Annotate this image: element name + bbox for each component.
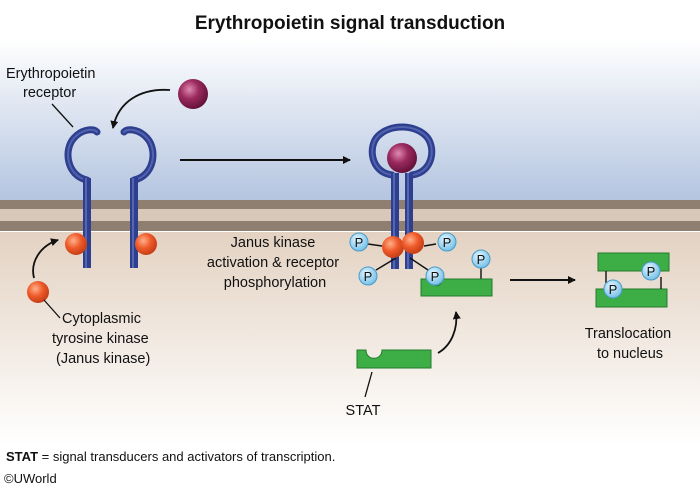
footnote: STAT = signal transducers and activators… bbox=[6, 449, 335, 464]
phosphate-group-2: P bbox=[437, 232, 457, 252]
kinase-recruit-arrow bbox=[32, 238, 59, 279]
ligand-binding-arrow bbox=[110, 88, 171, 129]
phosphate-group-7: P bbox=[603, 279, 623, 299]
receptor-inactive-left bbox=[64, 126, 101, 268]
cell-membrane bbox=[0, 200, 700, 231]
stat-label-leader bbox=[364, 371, 373, 398]
stat-free bbox=[356, 349, 432, 369]
receptor-active-dimer bbox=[368, 123, 436, 269]
footnote-definition: = signal transducers and activators of t… bbox=[38, 449, 336, 464]
janus-activation-line3: phosphorylation bbox=[224, 275, 326, 291]
janus-kinase-active-left bbox=[382, 236, 404, 258]
janus-activation-line1: Janus kinase bbox=[231, 235, 316, 251]
receptor-inactive-right bbox=[120, 126, 157, 268]
phosphate-group-3: P bbox=[358, 266, 378, 286]
erythropoietin-ligand bbox=[178, 79, 208, 109]
janus-kinase-left bbox=[65, 233, 87, 255]
phosphate-group-4: P bbox=[425, 266, 445, 286]
phosphate-group-5: P bbox=[471, 249, 491, 269]
kinase-label-line2: tyrosine kinase bbox=[52, 331, 149, 347]
phosphate-label-1: P bbox=[355, 235, 364, 250]
phosphate-group-1: P bbox=[349, 232, 369, 252]
receptor-label-line1: Erythropoietin bbox=[6, 66, 95, 82]
translocation-label: Translocation to nucleus bbox=[585, 326, 676, 362]
stat-binding-arrow bbox=[437, 311, 461, 354]
cytoplasm-space bbox=[0, 232, 700, 445]
kinase-label-leader bbox=[43, 299, 61, 319]
translocation-line1: Translocation bbox=[585, 326, 672, 342]
phosphate-links bbox=[367, 243, 482, 279]
diagram-title: Erythropoietin signal transduction bbox=[195, 13, 505, 34]
kinase-label-line1: Cytoplasmic bbox=[62, 311, 141, 327]
cytoplasmic-kinase bbox=[27, 281, 49, 303]
footnote-term: STAT bbox=[6, 449, 39, 464]
receptor-label: Erythropoietin receptor bbox=[6, 66, 100, 101]
bound-erythropoietin bbox=[387, 143, 417, 173]
copyright-notice: ©UWorld bbox=[4, 471, 57, 486]
phosphate-group-6: P bbox=[641, 261, 661, 281]
phosphate-label-6: P bbox=[647, 264, 656, 279]
phosphate-label-3: P bbox=[364, 269, 373, 284]
translocation-line2: to nucleus bbox=[597, 346, 663, 362]
kinase-label: Cytoplasmic tyrosine kinase (Janus kinas… bbox=[52, 311, 153, 367]
receptor-label-line2: receptor bbox=[23, 85, 76, 101]
diagram-svg: Erythropoietin signal transduction Eryth… bbox=[0, 13, 700, 445]
janus-kinase-active-right bbox=[402, 232, 424, 254]
extracellular-space bbox=[0, 40, 700, 200]
phosphate-label-7: P bbox=[609, 282, 618, 297]
phosphate-label-5: P bbox=[477, 252, 486, 267]
janus-activation-label: Janus kinase activation & receptor phosp… bbox=[207, 235, 343, 291]
phosphate-label-4: P bbox=[431, 269, 440, 284]
kinase-label-line3: (Janus kinase) bbox=[56, 351, 150, 367]
janus-activation-line2: activation & receptor bbox=[207, 255, 339, 271]
stat-label: STAT bbox=[346, 403, 381, 419]
receptor-label-leader bbox=[51, 103, 74, 128]
phosphate-label-2: P bbox=[443, 235, 452, 250]
janus-kinase-right bbox=[135, 233, 157, 255]
